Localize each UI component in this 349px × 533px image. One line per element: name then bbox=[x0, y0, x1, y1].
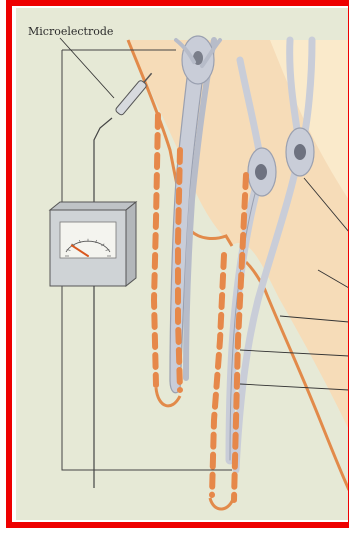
voltmeter-side-right bbox=[126, 202, 136, 286]
nucleus-right-1 bbox=[255, 164, 267, 180]
voltmeter-side bbox=[50, 202, 136, 210]
nucleus-right-2 bbox=[294, 144, 306, 160]
label-microelectrode: Microelectrode bbox=[28, 25, 113, 38]
voltmeter bbox=[50, 202, 136, 286]
